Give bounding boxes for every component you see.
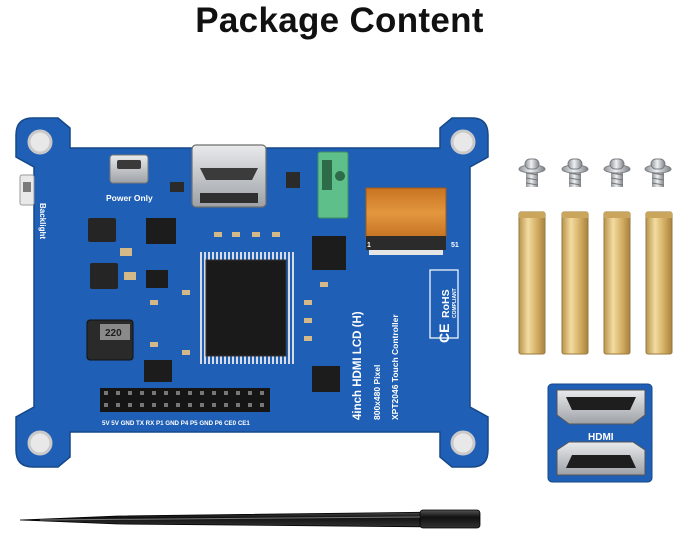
smd-ic — [144, 360, 172, 382]
mounting-hole — [27, 129, 476, 456]
main-processor-chip — [198, 252, 294, 364]
compliance-marks: CE RoHS COMPLIANT — [429, 269, 459, 343]
hdmi-connector-icon — [556, 389, 646, 425]
rohs-mark: RoHS — [440, 289, 452, 318]
screw-icon — [561, 158, 589, 187]
smd-ic — [312, 236, 346, 270]
stylus-icon — [19, 509, 481, 529]
board-touch-label: XPT2046 Touch Controller — [390, 314, 400, 420]
page-title: Package Content — [195, 1, 484, 40]
fpc-pin1-label: 1 — [367, 242, 371, 249]
passive-components — [150, 232, 328, 355]
micro-usb-port — [109, 154, 149, 184]
gpio-header — [100, 388, 270, 412]
screw-icon — [603, 158, 631, 187]
smd-component — [170, 182, 184, 192]
hdmi-connector-icon — [556, 441, 646, 476]
standoff-icon — [561, 211, 589, 355]
rohs-compliant-label: COMPLIANT — [452, 288, 458, 318]
fpc-connector — [365, 187, 447, 255]
backlight-switch — [19, 174, 35, 206]
screw-icon — [644, 158, 672, 187]
fpc-pin51-label: 51 — [451, 242, 459, 249]
adapter-hdmi-label: HDMI — [588, 432, 614, 443]
gpio-pin-labels: 5V 5V GND TX RX P1 GND P4 P5 GND P6 CE0 … — [102, 420, 250, 427]
screw-icon — [518, 158, 546, 187]
touch-controller-chip — [312, 366, 340, 392]
standoff-icon — [518, 211, 546, 355]
audio-jack — [317, 151, 349, 219]
standoff-set — [518, 211, 673, 355]
standoff-icon — [645, 211, 673, 355]
board-model-label: 4inch HDMI LCD (H) — [352, 311, 364, 420]
inductor-label: 220 — [105, 328, 122, 339]
board-pixel-label: 800x480 Pixel — [372, 365, 382, 420]
inductor — [86, 319, 134, 361]
power-ic-group — [88, 218, 176, 289]
power-only-label: Power Only — [106, 193, 153, 203]
screw-set — [518, 158, 672, 187]
backlight-label: Backlight — [38, 203, 47, 239]
hdmi-port — [191, 144, 267, 208]
lcd-driver-board: Backlight Power Only 1 51 — [15, 117, 489, 468]
smd-component — [286, 172, 300, 188]
standoff-icon — [603, 211, 631, 355]
ce-mark: CE — [436, 324, 452, 343]
hdmi-adapter-board: HDMI — [547, 383, 653, 483]
